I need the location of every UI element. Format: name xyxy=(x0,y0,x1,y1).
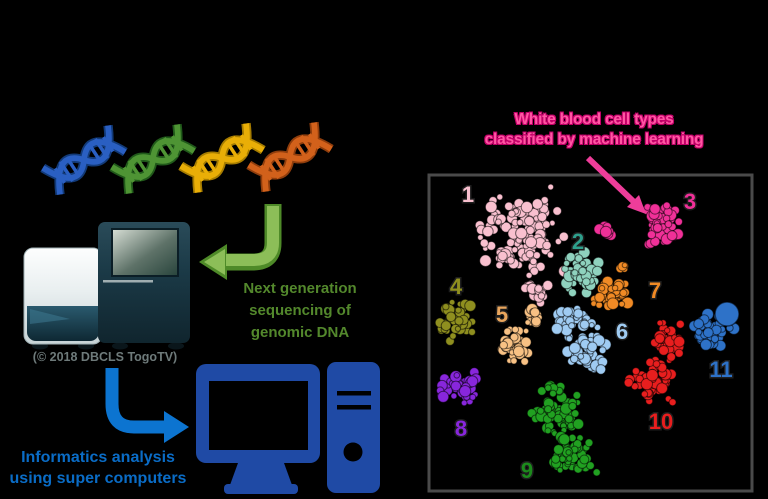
desktop-computer-icon xyxy=(196,362,380,494)
dna-icons-group xyxy=(40,121,334,196)
caption-line: classified by machine learning xyxy=(484,131,704,148)
cluster-label-7: 7 xyxy=(649,278,661,303)
cluster-2 xyxy=(560,246,605,299)
blue-curved-arrow-icon xyxy=(105,368,189,443)
cluster-label-11: 11 xyxy=(709,357,732,382)
cluster-5 xyxy=(496,303,543,366)
cluster-label-2: 2 xyxy=(572,229,584,254)
cluster-label-6: 6 xyxy=(616,319,628,344)
cluster-10 xyxy=(623,319,686,407)
cluster-labels-group: 1 2 3 4 5 67 8 9 10 11 xyxy=(448,181,734,485)
plot-annotation-title: White blood cell types classified by mac… xyxy=(450,110,738,150)
caption-line: using super computers xyxy=(9,470,187,487)
cluster-8 xyxy=(436,367,482,407)
green-curved-arrow-icon xyxy=(199,204,282,280)
cluster-1 xyxy=(474,183,571,308)
cluster-label-1: 1 xyxy=(462,182,474,207)
computer-tower xyxy=(327,362,380,493)
cluster-label-9: 9 xyxy=(521,458,533,483)
annotation-arrow-icon xyxy=(585,155,646,214)
caption-line: Informatics analysis xyxy=(21,449,175,466)
cluster-7 xyxy=(590,261,634,311)
caption-line: sequencing of xyxy=(249,302,351,319)
cluster-label-4: 4 xyxy=(450,274,463,299)
caption-line: genomic DNA xyxy=(250,324,350,341)
caption-line: Next generation xyxy=(243,280,357,297)
dna-icon-green xyxy=(109,123,197,195)
dna-icon-blue xyxy=(40,124,128,196)
cluster-11 xyxy=(688,301,741,352)
next-gen-caption: Next generation sequencing of genomic DN… xyxy=(224,278,376,344)
cluster-3 xyxy=(593,201,684,250)
dna-icon-gold xyxy=(178,122,266,194)
sequencer-caption: (© 2018 DBCLS TogoTV) xyxy=(32,350,178,364)
dna-icon-orange xyxy=(246,121,334,193)
informatics-caption: Informatics analysis using super compute… xyxy=(2,447,194,489)
power-button-icon xyxy=(343,442,363,462)
cluster-6 xyxy=(550,304,612,375)
dna-sequencer-icon xyxy=(23,222,190,350)
cluster-label-10: 10 xyxy=(649,409,673,434)
cluster-9 xyxy=(526,380,601,477)
cluster-label-8: 8 xyxy=(455,416,467,441)
sequencer-screen xyxy=(111,228,179,277)
monitor-screen xyxy=(209,381,308,450)
cluster-scatter-group xyxy=(434,183,741,477)
cluster-label-3: 3 xyxy=(684,189,696,214)
caption-line: White blood cell types xyxy=(514,111,674,128)
cluster-label-5: 5 xyxy=(496,302,508,327)
cluster-4 xyxy=(434,298,477,346)
